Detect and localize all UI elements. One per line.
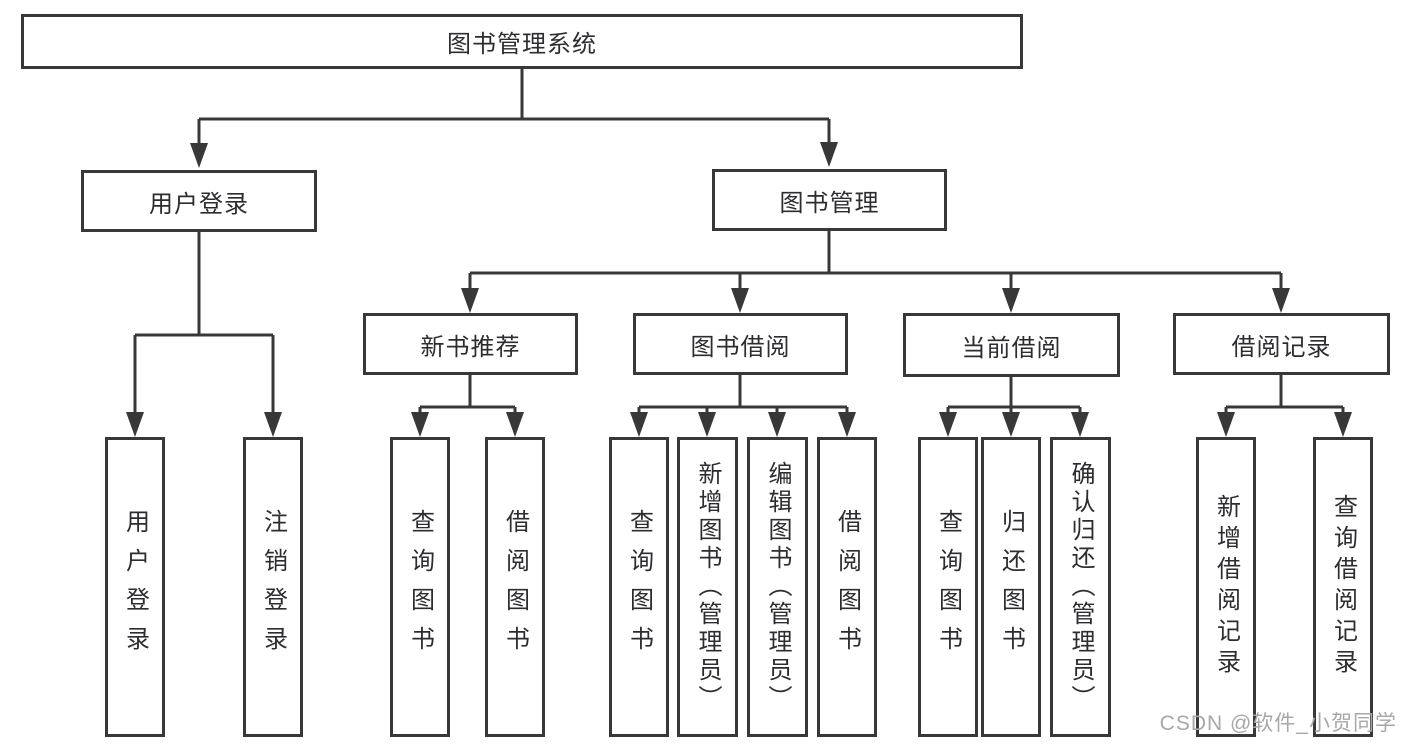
- leaf-confirm-return-admin: 确认归还（管理员）: [1050, 437, 1111, 737]
- leaf-label: 用户登录: [121, 509, 149, 665]
- leaf-query-borrow-record: 查询借阅记录: [1313, 437, 1373, 737]
- node-user-login: 用户登录: [81, 170, 317, 232]
- leaf-borrow-book: 借阅图书: [817, 437, 877, 737]
- leaf-label: 查询图书: [934, 509, 962, 665]
- node-book-borrow: 图书借阅: [633, 313, 848, 375]
- leaf-label: 查询借阅记录: [1329, 494, 1357, 680]
- leaf-label: 编辑图书（管理员）: [764, 461, 791, 713]
- leaf-label: 借阅图书: [501, 509, 529, 665]
- leaf-query-books: 查询图书: [390, 437, 450, 737]
- leaf-label: 确认归还（管理员）: [1067, 461, 1094, 713]
- leaf-user-login: 用户登录: [105, 437, 165, 737]
- node-borrow-records: 借阅记录: [1173, 313, 1390, 375]
- leaf-add-borrow-record: 新增借阅记录: [1196, 437, 1256, 737]
- node-root: 图书管理系统: [21, 14, 1023, 69]
- leaf-edit-book-admin: 编辑图书（管理员）: [747, 437, 808, 737]
- node-current-borrow: 当前借阅: [903, 313, 1120, 377]
- leaf-add-book-admin: 新增图书（管理员）: [677, 437, 738, 737]
- node-book-management: 图书管理: [712, 169, 947, 231]
- csdn-watermark: CSDN @软件_小贺同学: [1159, 712, 1397, 735]
- leaf-logout: 注销登录: [243, 437, 303, 737]
- leaf-label: 新增图书（管理员）: [694, 461, 721, 713]
- leaf-query-books: 查询图书: [918, 437, 978, 737]
- leaf-label: 查询图书: [625, 509, 653, 665]
- node-new-book-recommend: 新书推荐: [363, 313, 578, 375]
- leaf-label: 归还图书: [997, 509, 1025, 665]
- leaf-label: 注销登录: [259, 509, 287, 665]
- leaf-borrow-book: 借阅图书: [485, 437, 545, 737]
- leaf-return-book: 归还图书: [981, 437, 1041, 737]
- leaf-label: 借阅图书: [833, 509, 861, 665]
- leaf-query-books: 查询图书: [609, 437, 669, 737]
- leaf-label: 新增借阅记录: [1212, 494, 1240, 680]
- leaf-label: 查询图书: [406, 509, 434, 665]
